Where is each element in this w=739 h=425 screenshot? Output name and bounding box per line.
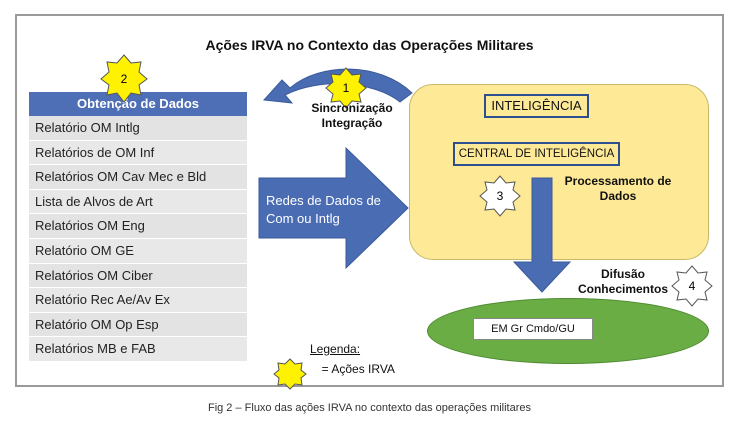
- list-item: Relatórios MB e FAB: [29, 337, 247, 362]
- legend-star-icon: [273, 358, 307, 390]
- list-item: Relatório OM Intlg: [29, 116, 247, 141]
- dissemination-arrow: [512, 177, 572, 293]
- central-inteligencia-box: CENTRAL DE INTELIGÊNCIA: [453, 142, 620, 166]
- list-item: Relatórios OM Eng: [29, 214, 247, 239]
- irva-star-1: 1: [325, 67, 367, 109]
- list-item: Relatórios de OM Inf: [29, 140, 247, 166]
- list-items: Relatório OM Intlg Relatórios de OM Inf …: [29, 116, 247, 362]
- diagram-title: Ações IRVA no Contexto das Operações Mil…: [205, 37, 534, 53]
- sync-line-1: Sincronização: [311, 101, 393, 115]
- inteligencia-box: INTELIGÊNCIA: [484, 94, 589, 118]
- legend-label: = Ações IRVA: [321, 362, 395, 376]
- list-item: Relatório Rec Ae/Av Ex: [29, 288, 247, 313]
- list-item: Relatórios OM Ciber: [29, 263, 247, 289]
- sync-line-2: Integração: [321, 116, 383, 130]
- list-header: Obtenção de Dados: [29, 92, 247, 116]
- star-2-number: 2: [121, 72, 128, 86]
- sync-label: Sincronização Integração: [302, 101, 402, 131]
- network-label: Redes de Dados de Com ou Intlg: [266, 193, 381, 226]
- processing-label: Processamento de Dados: [564, 174, 672, 203]
- star-4-number: 4: [689, 279, 696, 293]
- figure-caption: Fig 2 – Fluxo das ações IRVA no contexto…: [207, 402, 532, 414]
- list-item: Relatório OM Op Esp: [29, 312, 247, 338]
- sync-curved-arrow: [262, 68, 413, 104]
- legend-title: Legenda:: [310, 342, 361, 356]
- dissemination-label: Difusão Conhecimentos: [577, 267, 668, 296]
- data-network-arrow: [258, 146, 409, 270]
- list-item: Relatório OM GE: [29, 238, 247, 264]
- list-item: Relatórios OM Cav Mec e Bld: [29, 165, 247, 190]
- irva-star-2: 2: [100, 54, 148, 103]
- em-gr-cmdo-box: EM Gr Cmdo/GU: [473, 318, 593, 340]
- irva-star-4: 4: [671, 265, 713, 307]
- star-3-number: 3: [497, 189, 504, 203]
- data-sources-list: Obtenção de Dados Relatório OM Intlg Rel…: [29, 92, 247, 362]
- irva-star-3: 3: [479, 175, 521, 217]
- list-item: Lista de Alvos de Art: [29, 189, 247, 215]
- star-1-number: 1: [343, 81, 350, 95]
- legend-text: = Ações IRVA: [305, 362, 395, 376]
